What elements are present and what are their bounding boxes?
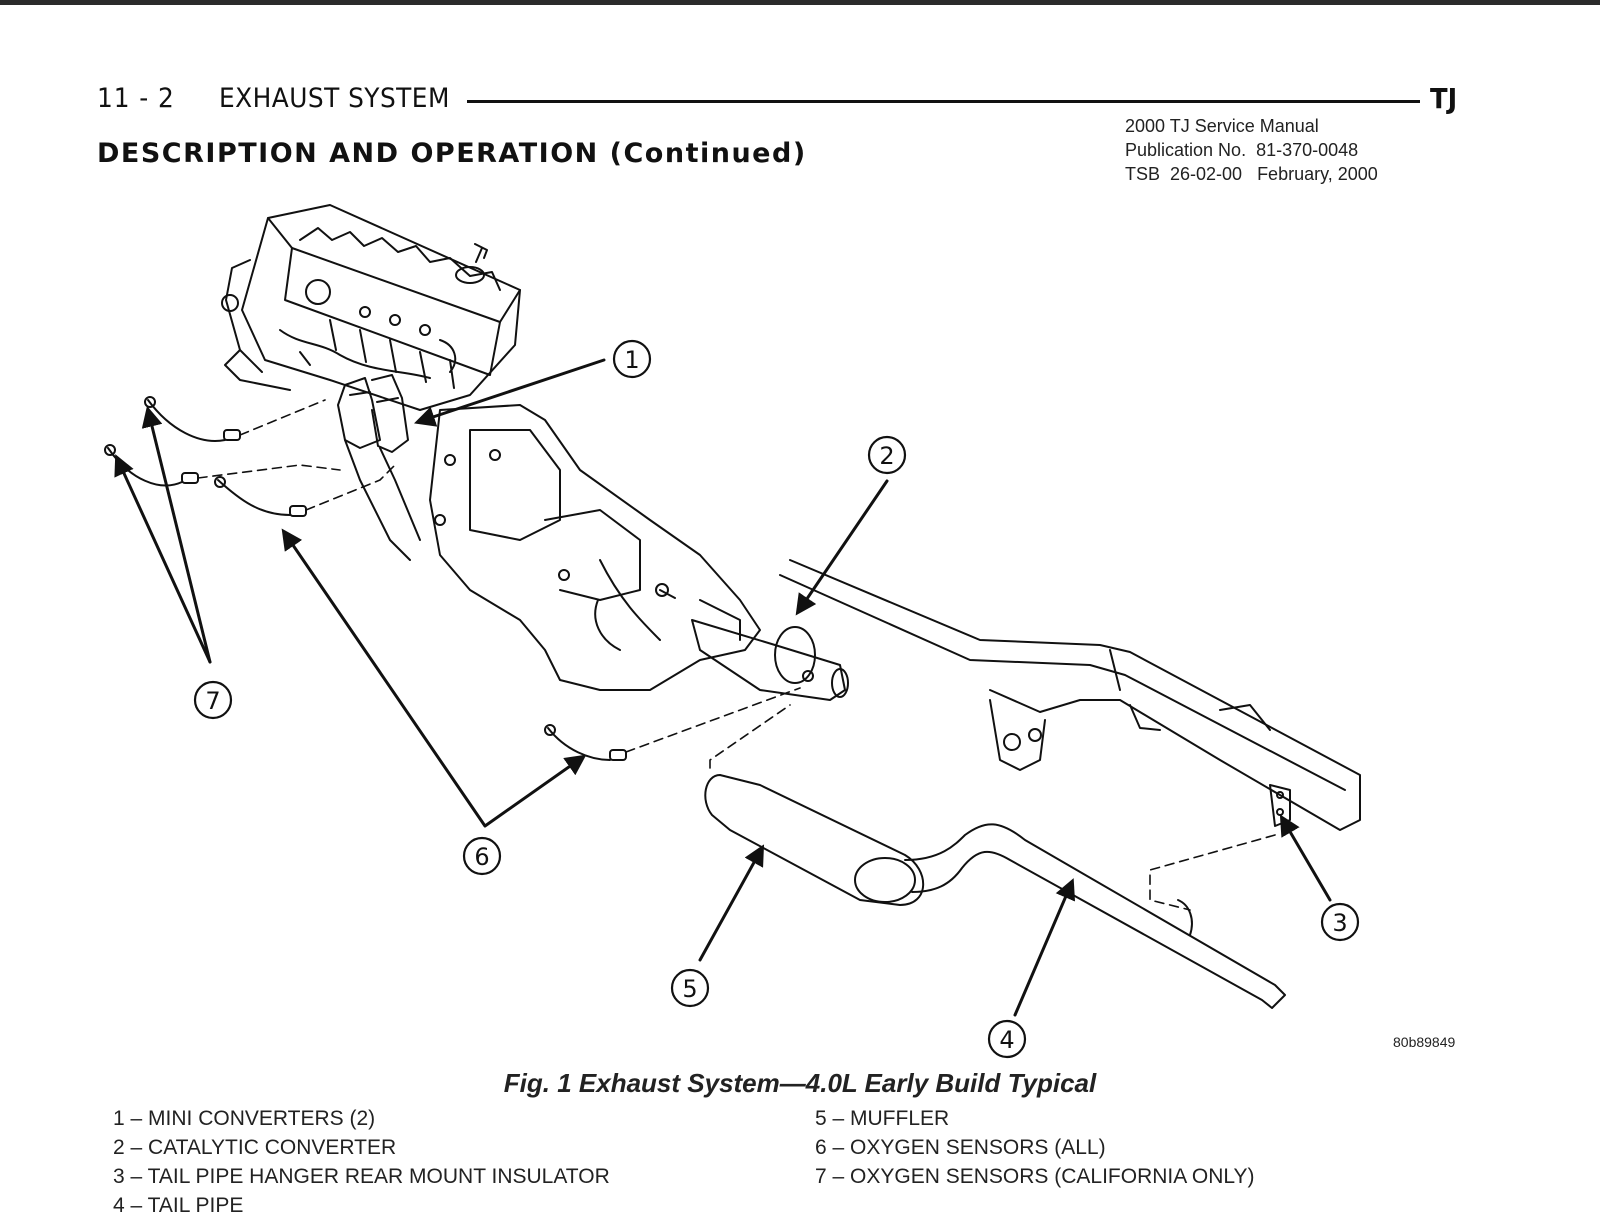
callout-1: 1	[612, 339, 652, 379]
callout-4: 4	[987, 1019, 1027, 1059]
callout-2-number: 2	[879, 442, 894, 470]
callout-5: 5	[670, 968, 710, 1008]
engine-drawing	[221, 204, 521, 411]
leader-arrow-5	[698, 844, 765, 962]
leader-arrow-1	[414, 358, 606, 427]
top-border	[0, 0, 1600, 5]
figure-caption: Fig. 1 Exhaust System—4.0L Early Build T…	[503, 1068, 1097, 1098]
leader-arrows	[114, 358, 1332, 1017]
callout-7-number: 7	[205, 687, 220, 715]
tsb-line-manual: 2000 TJ Service Manual	[1125, 116, 1319, 136]
chapter-title: EXHAUST SYSTEM	[219, 83, 450, 114]
legend-item-7: 7 – OXYGEN SENSORS (CALIFORNIA ONLY)	[815, 1165, 1255, 1188]
assembly-dashed-lines	[197, 399, 1276, 911]
hanger-bracket-drawing	[1177, 784, 1291, 936]
legend-item-4: 4 – TAIL PIPE	[113, 1194, 244, 1217]
page-number: 11 - 2	[97, 83, 175, 114]
leader-arrow-4	[1013, 878, 1076, 1017]
legend-right-column: 5 – MUFFLER 6 – OXYGEN SENSORS (ALL) 7 –…	[815, 1104, 1255, 1191]
legend-left-column: 1 – MINI CONVERTERS (2) 2 – CATALYTIC CO…	[113, 1104, 610, 1220]
muffler-drawing	[704, 774, 925, 906]
callout-4-number: 4	[999, 1026, 1014, 1054]
section-title: DESCRIPTION AND OPERATION (Continued)	[97, 138, 807, 169]
callout-1-number: 1	[624, 346, 639, 374]
callout-6-number: 6	[474, 843, 489, 871]
legend-item-2: 2 – CATALYTIC CONVERTER	[113, 1136, 397, 1159]
leader-arrow-2	[795, 479, 889, 616]
header-rule	[467, 100, 1420, 103]
callout-5-number: 5	[682, 975, 697, 1003]
leader-arrow-3	[1279, 814, 1332, 902]
oxygen-sensors-drawing	[104, 396, 627, 761]
callout-3: 3	[1320, 902, 1360, 942]
catalytic-converter-drawing	[691, 619, 849, 701]
callout-7: 7	[193, 680, 233, 720]
legend-item-1: 1 – MINI CONVERTERS (2)	[113, 1107, 376, 1130]
tsb-line-publication: Publication No. 81-370-0048	[1125, 140, 1359, 160]
transmission-drawing	[429, 404, 761, 691]
legend-item-6: 6 – OXYGEN SENSORS (ALL)	[815, 1136, 1106, 1159]
figure-id: 80b89849	[1393, 1034, 1456, 1050]
leader-arrow-7b	[114, 454, 212, 664]
callout-2: 2	[867, 435, 907, 475]
mini-converters-drawing	[337, 374, 421, 561]
leader-arrow-7a	[141, 405, 212, 664]
callout-6: 6	[462, 836, 502, 876]
legend-item-5: 5 – MUFFLER	[815, 1107, 950, 1130]
callout-3-number: 3	[1332, 909, 1347, 937]
leader-arrow-6	[281, 528, 587, 828]
tsb-note: 2000 TJ Service Manual Publication No. 8…	[1125, 114, 1378, 186]
tail-pipe-drawing	[904, 823, 1286, 1009]
legend-item-3: 3 – TAIL PIPE HANGER REAR MOUNT INSULATO…	[113, 1165, 610, 1188]
tsb-line-bulletin: TSB 26-02-00 February, 2000	[1125, 164, 1378, 184]
model-code: TJ	[1430, 82, 1458, 115]
frame-rail-drawing	[779, 559, 1361, 831]
